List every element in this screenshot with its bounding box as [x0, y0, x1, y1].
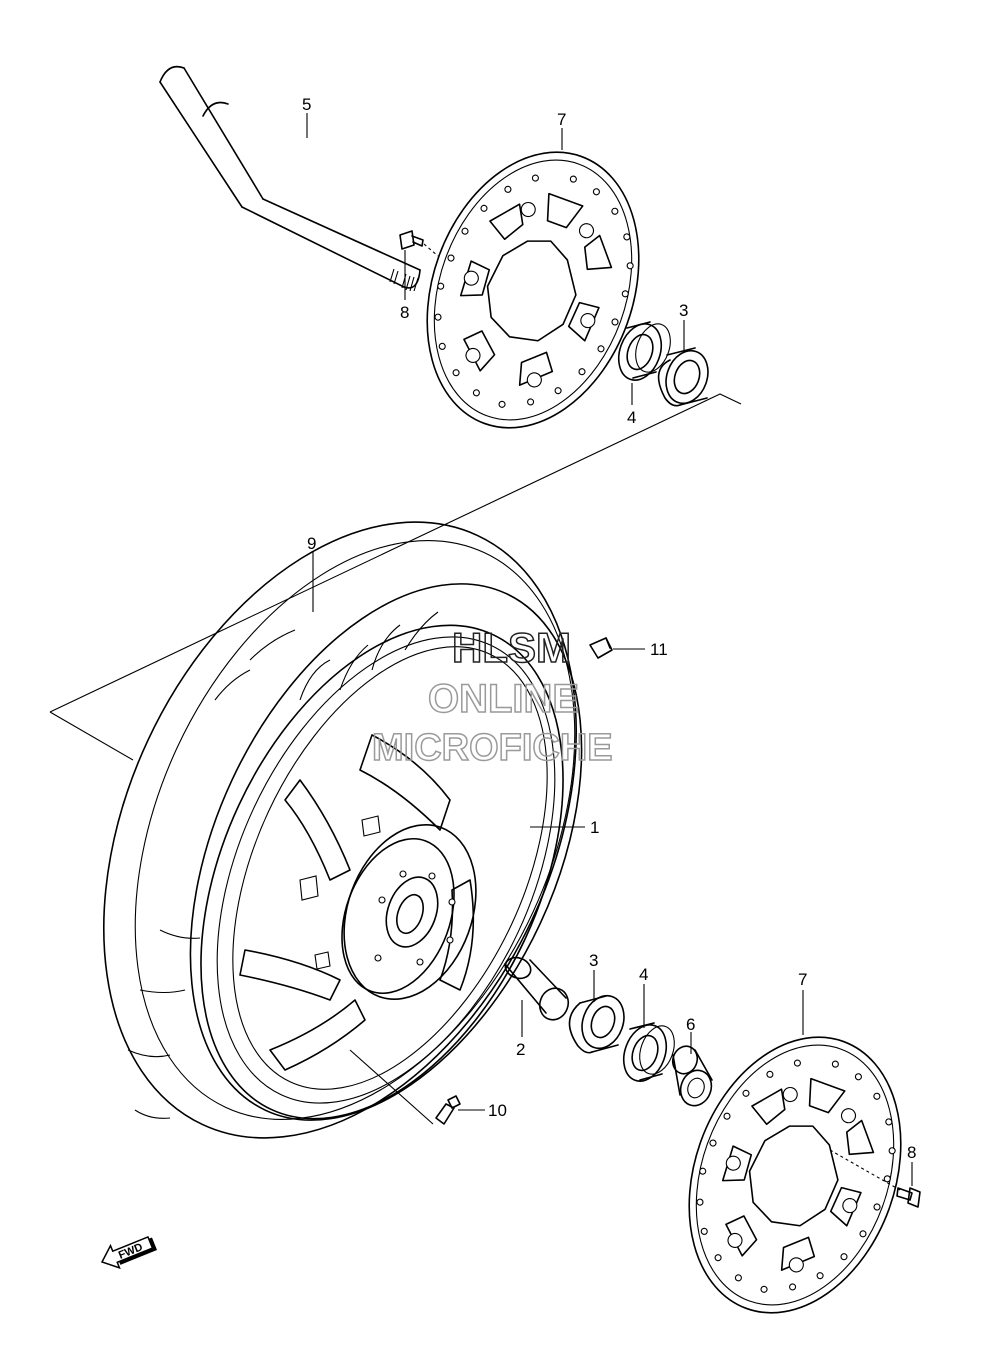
bearing-top	[657, 347, 709, 407]
wheel-rim	[200, 624, 564, 1120]
disc-holes-bottom	[696, 1059, 896, 1293]
disc-bolt-top	[399, 230, 439, 257]
callout-2: 2	[516, 1040, 525, 1059]
callout-4-bottom: 4	[639, 965, 648, 984]
watermark-line-2: ONLINE	[428, 677, 579, 721]
callout-4-top: 4	[627, 408, 636, 427]
callout-5: 5	[302, 95, 311, 114]
tire-tread	[127, 611, 439, 1119]
forward-arrow-icon: FWD	[100, 1235, 158, 1270]
oil-seal-bottom	[622, 1022, 675, 1082]
callout-3-bottom: 3	[589, 951, 598, 970]
callout-8-bottom: 8	[907, 1143, 916, 1162]
disc-bolt-bottom	[829, 1149, 921, 1208]
balance-weight	[589, 637, 613, 659]
axle	[159, 65, 421, 292]
collar	[671, 1045, 713, 1107]
callout-7-bottom: 7	[798, 970, 807, 989]
callout-10: 10	[488, 1101, 507, 1120]
brake-disc-top	[426, 151, 640, 429]
watermark: HLSM ONLINE MICROFICHE	[371, 623, 613, 770]
tire	[103, 521, 583, 1139]
assembly-plane	[49, 393, 742, 761]
watermark-line-3: MICROFICHE	[372, 727, 613, 769]
callout-7-top: 7	[557, 110, 566, 129]
callout-6: 6	[686, 1015, 695, 1034]
watermark-line-1: HLSM	[452, 624, 571, 671]
callout-8-top: 8	[400, 303, 409, 322]
callout-11: 11	[650, 640, 668, 659]
callout-3-top: 3	[679, 301, 688, 320]
callout-9: 9	[307, 534, 316, 553]
disc-holes-top	[434, 174, 634, 408]
wheel-hub	[341, 824, 477, 1000]
spacer	[504, 956, 570, 1021]
callout-labels: 5 7 3 8 4 9 11 1 3 4 7 6 2 10 8	[302, 95, 916, 1162]
leader-lines	[306, 113, 913, 1186]
bearing-bottom	[568, 994, 625, 1054]
callout-1: 1	[590, 818, 599, 837]
oil-seal-top	[617, 321, 671, 381]
tire-valve	[349, 1049, 461, 1125]
brake-disc-bottom	[688, 1036, 902, 1314]
